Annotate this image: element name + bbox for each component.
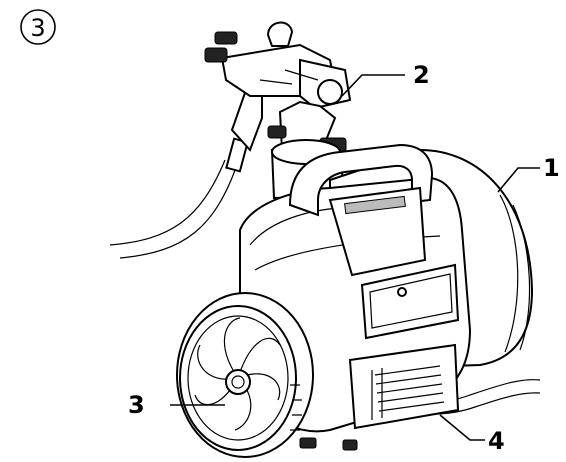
callout-2: 2	[413, 61, 430, 89]
step-number: 3	[30, 14, 45, 42]
callout-4: 4	[488, 427, 505, 455]
spray-gun	[204, 21, 352, 173]
air-filter	[176, 292, 314, 458]
step-circle	[20, 9, 56, 45]
callout-1: 1	[543, 154, 560, 182]
carry-handle	[288, 143, 434, 277]
vent-grille	[348, 343, 460, 430]
step-indicator: 3	[20, 9, 56, 45]
control-panel	[360, 263, 460, 340]
leader-lines	[170, 74, 540, 441]
feet	[299, 437, 358, 451]
callout-3: 3	[128, 391, 145, 419]
